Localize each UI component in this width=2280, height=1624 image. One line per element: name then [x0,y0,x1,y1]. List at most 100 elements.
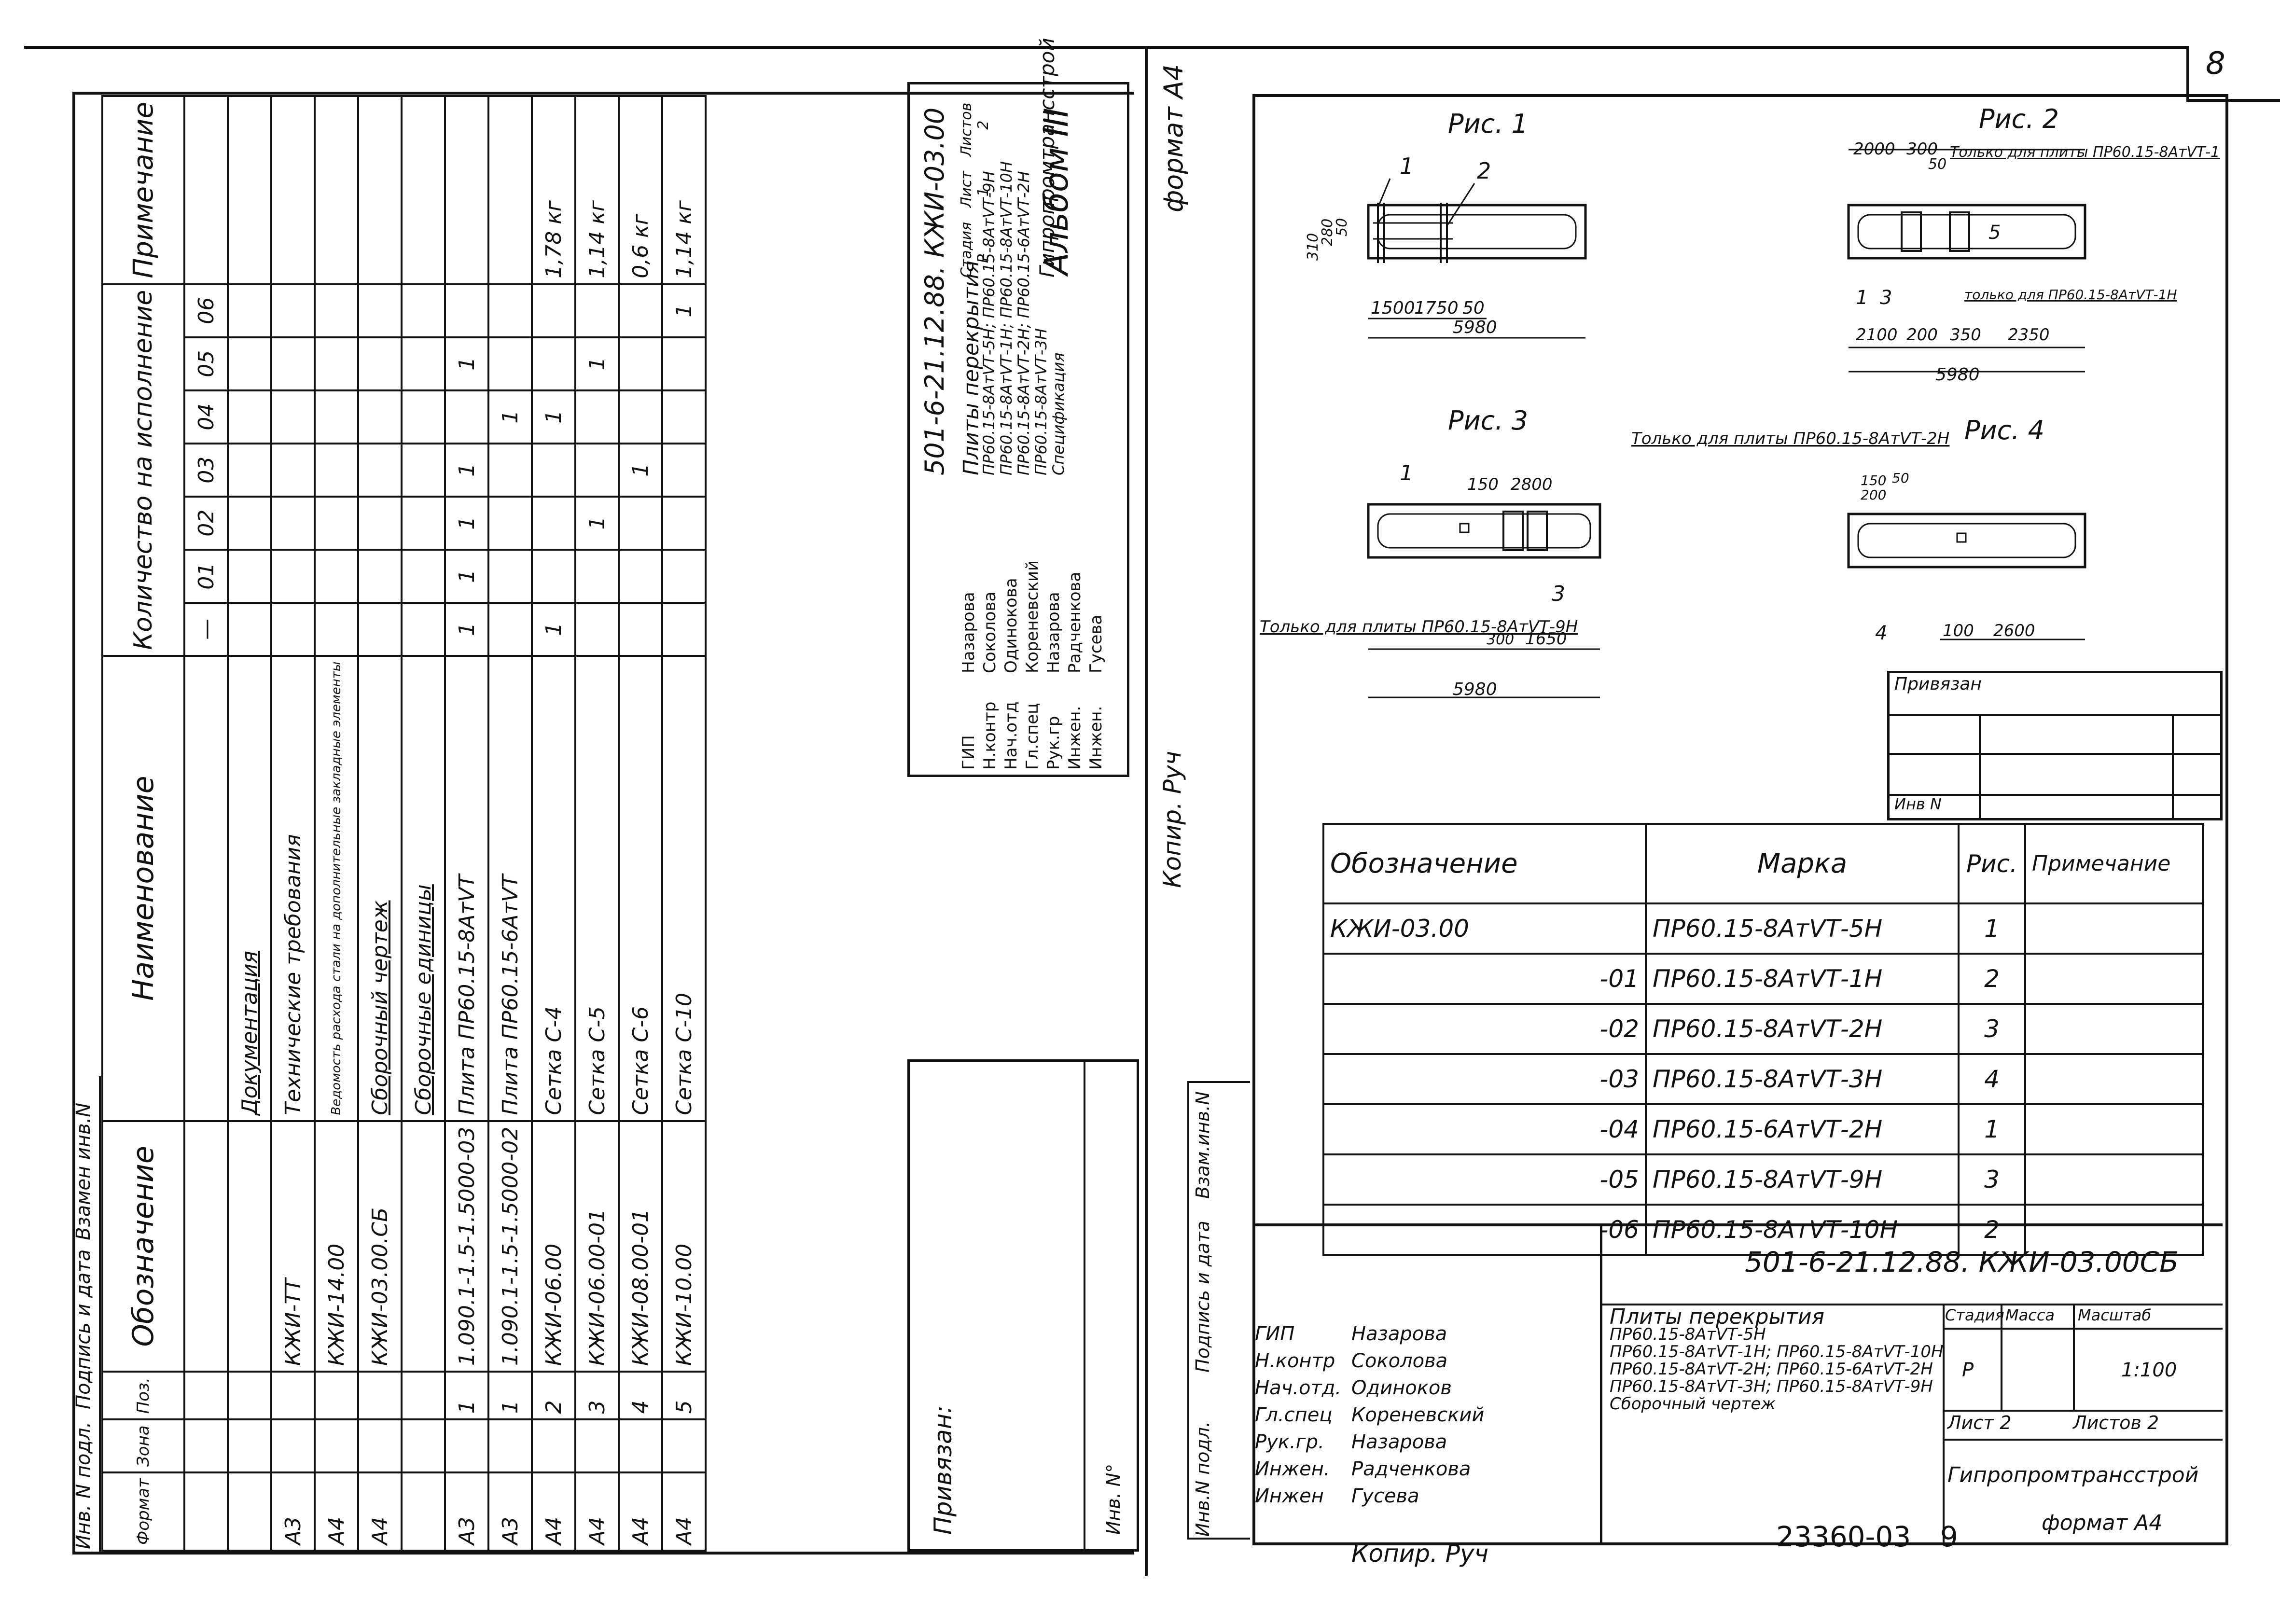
marks-cell-designation: -02 [1322,1003,1647,1055]
spec-cell-pos: 1 [445,1372,488,1420]
spec-cell-note [315,96,358,284]
spec-cell-zone [402,1419,445,1473]
spec-cell-zone [315,1419,358,1473]
fig3-dim-1650: 1650 [1525,629,1567,649]
spec-cell-qty [228,602,271,656]
signature-name: Назарова [959,592,978,673]
spec-cell-qty [532,337,575,390]
col-format-header: Формат [102,1472,184,1551]
left-stage-value: Р [975,254,992,263]
marks-cell-mark: ПР60.15-8АтVТ-9Н [1645,1153,1960,1206]
fig2-callout-1: 1 [1856,287,1868,309]
fig4-dim-2600: 2600 [1993,621,2035,640]
left-sheets-value: 2 [975,120,992,130]
right-sheets-value: Листов 2 [2073,1412,2159,1433]
right-stage-value: Р [1962,1359,1974,1381]
spec-cell-format: А4 [619,1472,662,1551]
spec-cell-name: Технические требования [271,655,315,1121]
spec-cell-qty [402,496,445,550]
spec-cell-qty: 1 [445,496,488,550]
fig1-callout-2: 2 [1477,158,1491,184]
left-side-field-sign: Подпись и дата [72,1249,95,1409]
fig3-dim-150: 150 [1467,475,1499,494]
spec-cell-name: Плита ПР60.15-6АтVТ [488,655,532,1121]
spec-cell-qty [271,390,315,444]
marks-cell-note [2024,902,2204,955]
spec-cell-pos [228,1372,271,1420]
signature-row: Нач.отдОдинокова [1001,560,1022,770]
spec-cell-zone [619,1419,662,1473]
spec-cell-format: А4 [532,1472,575,1551]
spec-cell-note [488,96,532,284]
marks-cell-mark: ПР60.15-8АтVТ-1Н [1645,953,1960,1005]
fig2-dim-2350: 2350 [2008,325,2050,345]
right-doc-number: 23360-03 [1776,1520,1911,1553]
spec-cell-name: Сетка С-5 [575,655,619,1121]
stamp-title-line: ПР60.15-8АтVТ-5Н [1610,1325,1766,1344]
signature-name: Соколова [1351,1350,1448,1372]
spec-cell-qty: 1 [532,602,575,656]
spec-cell-format [228,1472,271,1551]
spec-cell-qty [358,284,402,337]
spec-cell-zone [575,1419,619,1473]
specification-block: Формат Зона Поз. Обозначение Наименовани… [101,95,707,1552]
left-sheet: Альбом III формат А4 Копир. Руч Инв. N п… [72,38,1189,1555]
spec-cell-designation: КЖИ-10.00 [662,1121,706,1372]
marks-cell-fig: 1 [1958,1103,2026,1155]
spec-cell-qty [358,443,402,497]
spec-cell-qty: 1 [445,549,488,603]
left-stamp-code: 501-6-21.12.88. КЖИ-03.00 [919,107,950,475]
spec-cell-note [271,96,315,284]
col-qty-header: Количество на исполнение [102,284,184,656]
fig3-slab [1367,503,1601,559]
stamp-title-line: ПР60.15-8АтVТ-2Н; ПР60.15-6АтVТ-2Н [1015,171,1033,475]
col-pos-header: Поз. [102,1372,184,1420]
spec-cell-designation: 1.090.1-1.5-1.5000-03 [445,1121,488,1372]
right-bound-label: Привязан [1894,674,1982,694]
spec-cell-qty [358,496,402,550]
signature-row: Инжен.Радченкова [1255,1456,1484,1483]
spec-cell-qty [488,337,532,390]
fig3-dim-300: 300 [1487,631,1514,648]
spec-cell-qty [315,443,358,497]
spec-cell-format: А4 [662,1472,706,1551]
col-name-header: Наименование [102,655,184,1121]
spec-cell-designation [402,1121,445,1372]
spec-cell-qty: 1 [575,337,619,390]
marks-cell-mark: ПР60.15-8АтVТ-3Н [1645,1053,1960,1105]
page-number: 8 [2206,46,2225,82]
right-sheet-value: Лист 2 [1947,1412,2012,1433]
spec-cell-name: Плита ПР60.15-8АтVТ [445,655,488,1121]
fig1-dim-280: 280 [1319,219,1336,246]
right-copied-by: Копир. Руч [1351,1540,1489,1568]
spec-cell-qty [488,496,532,550]
right-mass-label: Масса [2005,1306,2055,1324]
spec-cell-zone [271,1419,315,1473]
spec-cell-pos: 5 [662,1372,706,1420]
signature-row: Гл.спецКореневский [1022,560,1043,770]
spec-cell-designation: 1.090.1-1.5-1.5000-02 [488,1121,532,1372]
spec-cell-format: А4 [315,1472,358,1551]
marks-cell-designation: -01 [1322,953,1647,1005]
left-side-field-replace: Взамен инв.N [72,1102,95,1240]
spec-cell-qty [315,496,358,550]
spec-cell-qty [662,549,706,603]
spec-cell-qty [228,496,271,550]
spec-cell-qty [445,284,488,337]
fig3-note-2H: Только для плиты ПР60.15-8АтVТ-2Н [1631,429,1949,448]
fig4-dim-100: 100 [1943,621,1974,640]
spec-cell-qty [358,549,402,603]
stamp-title-line: ПР60.15-8АтVТ-1Н; ПР60.15-8АтVТ-10Н [1610,1342,1944,1361]
left-frame-top [72,92,1134,95]
right-bound-table: Привязан Инв N [1887,671,2223,820]
spec-cell-qty [619,390,662,444]
spec-cell-designation: КЖИ-06.00-01 [575,1121,619,1372]
spec-cell-qty [619,549,662,603]
spec-cell-qty [358,337,402,390]
